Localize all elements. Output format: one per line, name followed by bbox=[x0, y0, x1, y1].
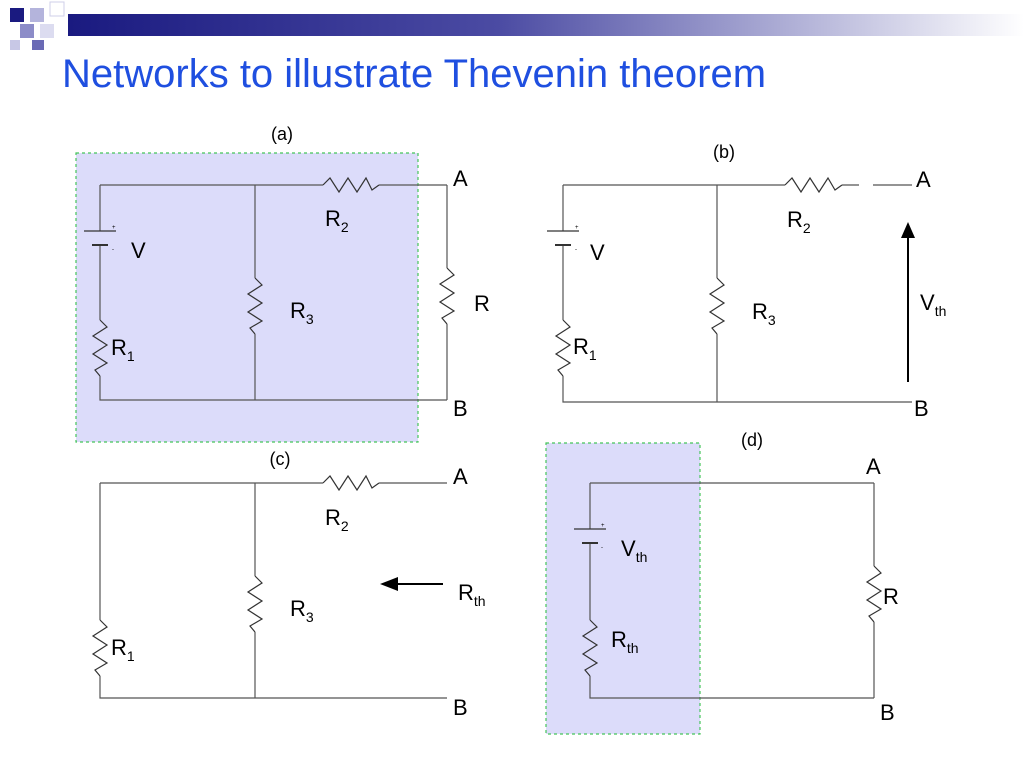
header-gradient-band bbox=[68, 14, 1024, 36]
panel-d-highlight bbox=[545, 442, 701, 735]
panel-a-r1-resistor bbox=[91, 319, 109, 377]
battery-minus-sign: - bbox=[575, 247, 577, 253]
panel-c-terminal-a: A bbox=[453, 464, 468, 489]
panel-d-vth-label: Vth bbox=[621, 536, 647, 565]
panel-d-load-label: R bbox=[883, 584, 899, 609]
panel-b-source-label: V bbox=[590, 240, 605, 265]
panel-a-r3-resistor bbox=[246, 277, 264, 335]
panel-c-r1-resistor bbox=[91, 619, 109, 677]
panel-c-r2-resistor bbox=[322, 474, 380, 492]
panel-b-r2-resistor bbox=[784, 176, 843, 194]
panel-d-battery-icon: + - bbox=[574, 523, 606, 551]
panel-d-terminal-a: A bbox=[866, 454, 881, 479]
panel-b: (b) + - V R1 R2 R3 Vth A B bbox=[547, 142, 946, 421]
battery-plus-sign: + bbox=[601, 523, 605, 529]
battery-minus-sign: - bbox=[112, 247, 114, 253]
panel-a-wires bbox=[99, 184, 448, 401]
panel-d-rth-label: Rth bbox=[611, 627, 639, 656]
panel-a-source-label: V bbox=[131, 238, 146, 263]
panel-b-r3-resistor bbox=[708, 277, 726, 335]
header-bar bbox=[10, 1, 1024, 50]
slide-title: Networks to illustrate Thevenin theorem bbox=[62, 52, 767, 96]
panel-c-rth-label: Rth bbox=[458, 580, 486, 609]
panel-c-caption: (c) bbox=[270, 449, 291, 469]
panel-a-load-label: R bbox=[474, 291, 490, 316]
panel-b-terminal-a: A bbox=[916, 167, 931, 192]
panel-d-rth-resistor bbox=[581, 619, 599, 677]
panel-c: (c) R1 R2 R3 Rth A B bbox=[91, 449, 486, 720]
panel-d: (d) + - Vth Rth R A B bbox=[545, 430, 899, 735]
panel-c-r1-label: R1 bbox=[111, 635, 135, 664]
panel-a-terminal-a: A bbox=[453, 166, 468, 191]
panel-d-terminal-b: B bbox=[880, 700, 895, 725]
panel-b-vth-arrow-icon bbox=[901, 222, 915, 382]
battery-minus-sign: - bbox=[601, 545, 603, 551]
panel-b-r1-label: R1 bbox=[573, 334, 597, 363]
panel-d-load-resistor bbox=[865, 565, 883, 623]
panel-a-load-resistor bbox=[438, 267, 456, 325]
panel-b-vth-label: Vth bbox=[920, 290, 946, 319]
battery-plus-sign: + bbox=[112, 225, 116, 231]
panel-b-terminal-b: B bbox=[914, 396, 929, 421]
panel-a-caption: (a) bbox=[271, 124, 293, 144]
panel-b-r2-label: R2 bbox=[787, 207, 811, 236]
panel-c-r3-resistor bbox=[246, 575, 264, 633]
panel-a-r2-label: R2 bbox=[325, 206, 349, 235]
header-logo-squares bbox=[10, 1, 65, 50]
panel-b-battery-icon: + - bbox=[547, 225, 579, 253]
panel-a-battery-icon: + - bbox=[84, 225, 116, 253]
panel-b-wires bbox=[562, 184, 912, 403]
panel-c-rth-arrow-icon bbox=[380, 577, 443, 591]
panel-c-r2-label: R2 bbox=[325, 505, 349, 534]
panel-a-terminal-b: B bbox=[453, 396, 468, 421]
panel-b-r3-label: R3 bbox=[752, 299, 776, 328]
panel-a-r1-label: R1 bbox=[111, 335, 135, 364]
panel-c-r3-label: R3 bbox=[290, 596, 314, 625]
panel-a-highlight bbox=[75, 152, 419, 443]
panel-b-caption: (b) bbox=[713, 142, 735, 162]
panel-c-wires bbox=[99, 482, 447, 699]
panel-d-wires bbox=[589, 482, 875, 699]
battery-plus-sign: + bbox=[575, 225, 579, 231]
panel-a: (a) + - V R1 R2 R3 R A B bbox=[75, 124, 490, 443]
panel-a-r2-resistor bbox=[322, 176, 380, 194]
panel-c-terminal-b: B bbox=[453, 695, 468, 720]
panel-b-r1-resistor bbox=[554, 319, 572, 377]
panel-d-caption: (d) bbox=[741, 430, 763, 450]
panel-a-r3-label: R3 bbox=[290, 298, 314, 327]
